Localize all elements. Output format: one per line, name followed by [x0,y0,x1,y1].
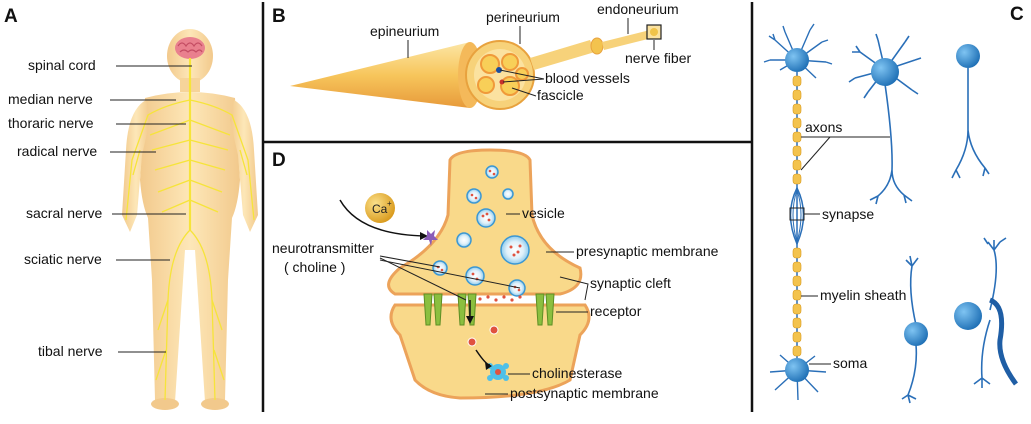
label-endoneurium: endoneurium [597,1,679,17]
panel-a-letter: A [4,6,18,27]
postsynaptic-terminal [389,303,591,400]
panel-d-synapse: D [272,148,719,401]
label-choline: ( choline ) [284,259,345,275]
soma-icon [871,58,899,86]
label-synaptic-cleft: synaptic cleft [590,275,671,291]
label-cholinesterase: cholinesterase [532,365,622,381]
panel-b-letter: B [272,6,286,27]
nerve-cable [290,24,662,110]
released-neurotransmitter [478,295,522,302]
label-perineurium: perineurium [486,9,560,25]
label-sciatic-nerve: sciatic nerve [24,251,102,267]
brain-icon [175,37,205,59]
label-tibal-nerve: tibal nerve [38,343,103,359]
panel-d-letter: D [272,150,286,171]
label-axons: axons [805,119,842,135]
peripheral-nerves [125,58,255,401]
panel-d-labels: vesicle presynaptic membrane neurotransm… [272,205,719,401]
panel-b-nerve-structure: B epineurium perineurium [272,1,691,110]
label-fascicle: fascicle [537,87,584,103]
label-postsynaptic-membrane: postsynaptic membrane [510,385,659,401]
label-synapse: synapse [822,206,874,222]
bipolar-neuron [901,255,928,404]
label-receptor: receptor [590,303,642,319]
calcium-symbol: Ca [372,202,388,216]
label-nerve-fiber: nerve fiber [625,50,691,66]
multipolar-neuron [848,33,922,205]
panel-a-human-body: A [4,6,258,410]
choline-particle [467,337,477,347]
label-sacral-nerve: sacral nerve [26,205,102,221]
label-myelin-sheath: myelin sheath [820,287,906,303]
panel-c-neuron-types: C [763,4,1024,404]
label-spinal-cord: spinal cord [28,57,96,73]
calcium-entry-arrow [339,199,427,237]
myelinated-neuron [763,23,833,401]
calcium-channel-icon [423,230,438,246]
pseudounipolar-neuron [954,237,1019,388]
soma-icon [954,302,982,330]
panel-dividers [261,2,754,412]
calcium-ion-icon: Ca + [365,193,395,223]
panel-b-labels: epineurium perineurium endoneurium nerve… [370,1,691,103]
choline-particle [489,325,499,335]
label-vesicle: vesicle [522,205,565,221]
soma-icon [904,322,928,346]
panel-c-letter: C [1010,4,1024,25]
label-neurotransmitter: neurotransmitter [272,240,374,256]
label-epineurium: epineurium [370,23,439,39]
label-thoraric-nerve: thoraric nerve [8,115,94,131]
unipolar-neuron [951,44,990,179]
panel-a-labels: spinal cord median nerve thoraric nerve … [8,57,192,359]
soma-icon [956,44,980,68]
soma-icon [785,358,809,382]
label-presynaptic-membrane: presynaptic membrane [576,243,719,259]
calcium-charge: + [387,199,392,208]
panel-c-labels: axons synapse myelin sheath soma [800,119,906,371]
label-median-nerve: median nerve [8,91,93,107]
label-soma: soma [833,355,867,371]
label-blood-vessels: blood vessels [545,70,630,86]
soma-icon [785,48,809,72]
vesicles [432,165,530,297]
human-body-silhouette [122,29,258,410]
label-radical-nerve: radical nerve [17,143,97,159]
